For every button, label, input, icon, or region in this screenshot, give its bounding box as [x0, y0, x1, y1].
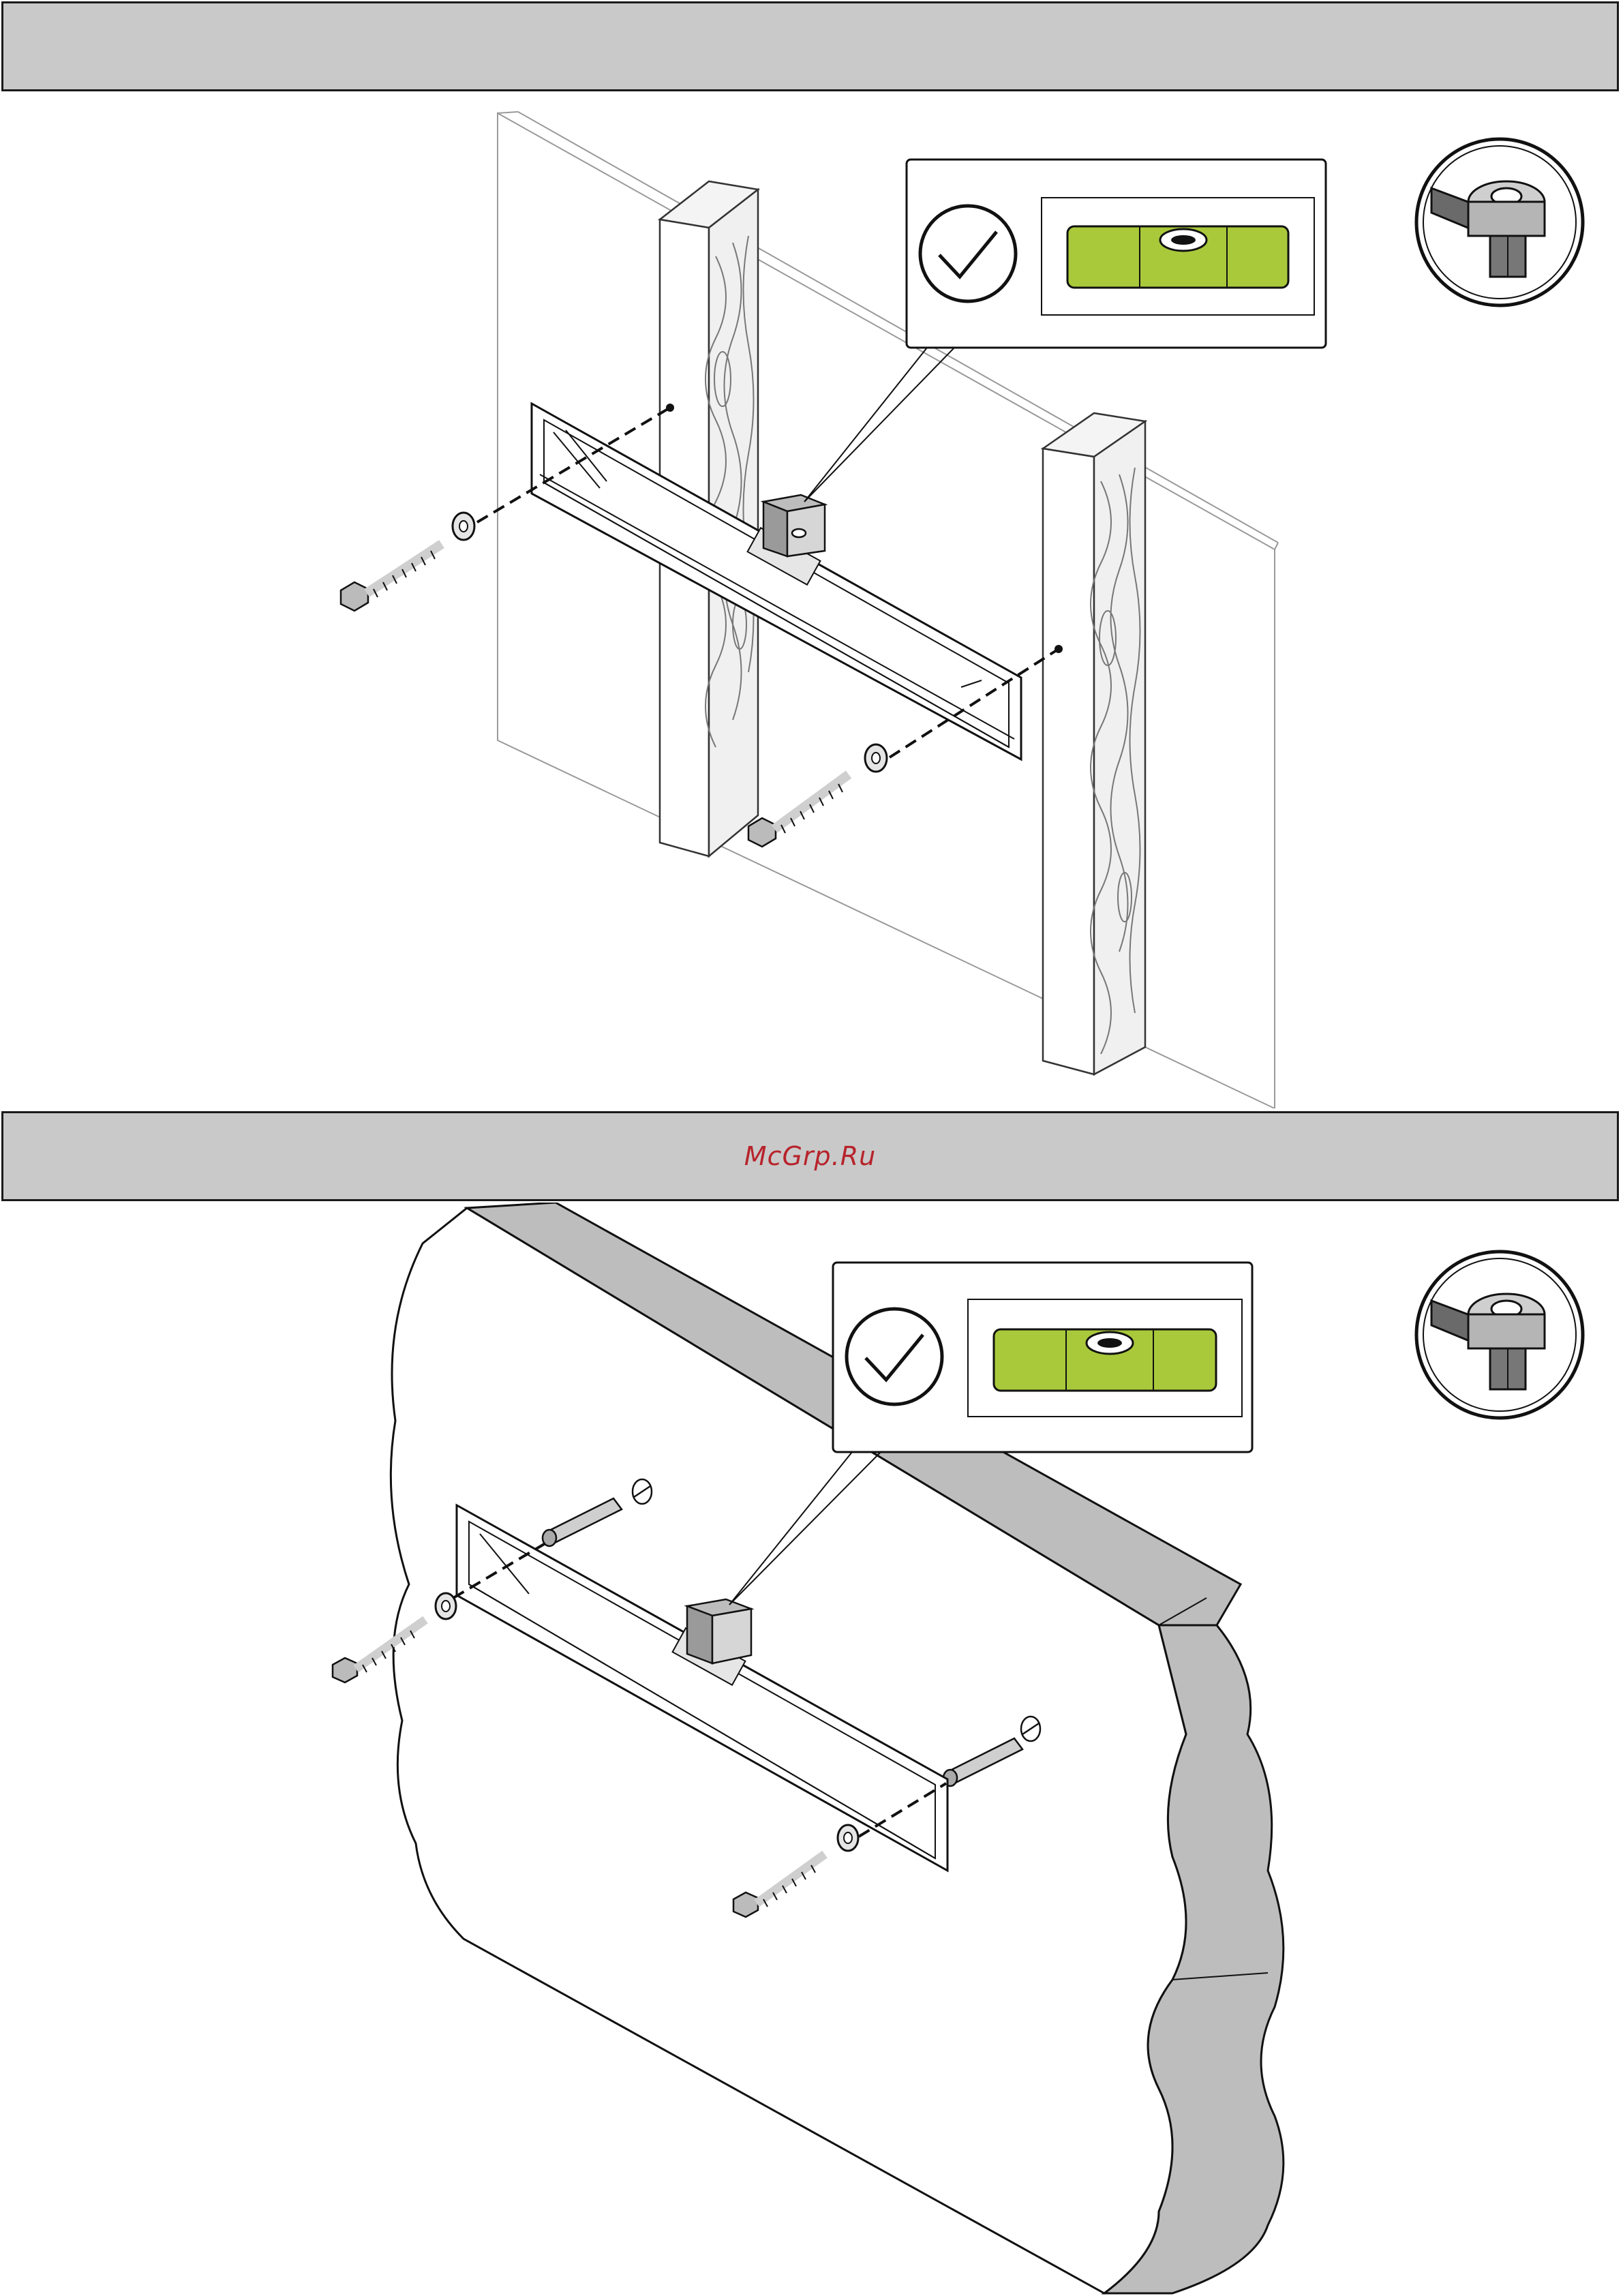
- bubble-level-icon: [968, 1299, 1242, 1417]
- step-1-illustration: [0, 93, 1623, 1108]
- level-callout-box: [907, 160, 1326, 348]
- lag-bolt-left: [341, 544, 442, 611]
- washer-left-2: [436, 1593, 456, 1619]
- top-header-band: [1, 1, 1619, 91]
- step-2-illustration: [0, 1203, 1623, 2296]
- washer-left: [453, 513, 474, 540]
- bubble-level-on-bracket-2: [687, 1599, 751, 1663]
- socket-wrench-icon: [1416, 1252, 1583, 1418]
- watermark-text: McGrp.Ru: [744, 1141, 876, 1171]
- middle-header-band: McGrp.Ru: [1, 1111, 1619, 1201]
- socket-wrench-icon: [1416, 139, 1583, 305]
- washer-right-2: [838, 1825, 858, 1851]
- level-callout-box-2: [833, 1263, 1252, 1452]
- wood-stud-right: [1043, 413, 1145, 1074]
- bubble-level-on-bracket: [763, 495, 825, 556]
- washer-right: [865, 744, 887, 772]
- bubble-level-icon: [1042, 198, 1314, 315]
